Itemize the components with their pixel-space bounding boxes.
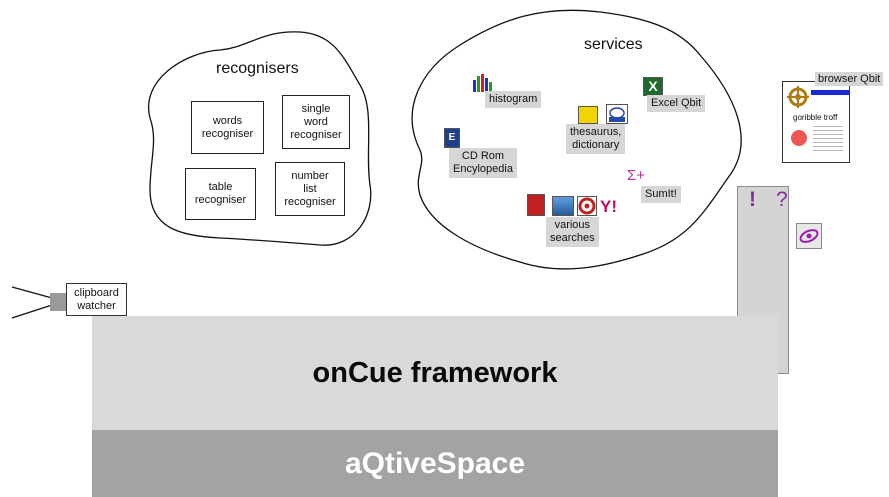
browser-qbit-label: browser Qbit: [815, 72, 884, 86]
dictionary-icon[interactable]: [606, 104, 628, 124]
clipboard-watcher-box[interactable]: clipboard watcher: [66, 283, 127, 316]
services-cloud: [411, 9, 742, 270]
browser-caption: goribble troff: [793, 113, 838, 122]
oncue-framework-layer: onCue framework: [92, 316, 778, 430]
question-icon[interactable]: ?: [776, 188, 788, 211]
sumit-label: SumIt!: [641, 186, 681, 203]
clipboard-wires: [11, 286, 66, 319]
various-searches-label: various searches: [546, 217, 599, 247]
browser-text-lines: [813, 126, 843, 154]
excel-qbit-label: Excel Qbit: [647, 95, 706, 112]
search-icon-1[interactable]: [527, 194, 545, 216]
thesaurus-dictionary-label: thesaurus, dictionary: [566, 124, 626, 154]
browser-image: [791, 130, 807, 146]
sum-icon[interactable]: Σ+: [627, 167, 646, 184]
search-icon-3[interactable]: [577, 196, 597, 216]
histogram-label: histogram: [485, 91, 542, 108]
services-title: services: [584, 36, 643, 53]
ship-wheel-icon: [787, 86, 809, 108]
exclamation-icon[interactable]: !: [749, 188, 756, 211]
search-icon-2[interactable]: [552, 196, 574, 216]
browser-title-bar: [811, 90, 849, 95]
yahoo-icon[interactable]: Y!: [600, 197, 617, 216]
aqtivespace-layer: aQtiveSpace: [92, 430, 778, 497]
table-recogniser-box[interactable]: table recogniser: [185, 168, 256, 220]
histogram-icon[interactable]: [473, 74, 493, 92]
eye-icon[interactable]: [796, 223, 822, 249]
thesaurus-icon[interactable]: [578, 106, 598, 124]
cd-rom-encyclopedia-label: CD Rom Encylopedia: [449, 148, 517, 178]
number-list-recogniser-box[interactable]: number list recogniser: [275, 162, 345, 216]
browser-qbit-window[interactable]: goribble troff: [782, 81, 850, 163]
recognisers-cloud: [147, 31, 372, 246]
excel-icon[interactable]: X: [643, 77, 663, 96]
recognisers-title: recognisers: [216, 60, 299, 77]
encyclopedia-icon[interactable]: E: [444, 128, 460, 148]
words-recogniser-box[interactable]: words recogniser: [191, 101, 264, 154]
single-word-recogniser-box[interactable]: single word recogniser: [282, 95, 350, 149]
